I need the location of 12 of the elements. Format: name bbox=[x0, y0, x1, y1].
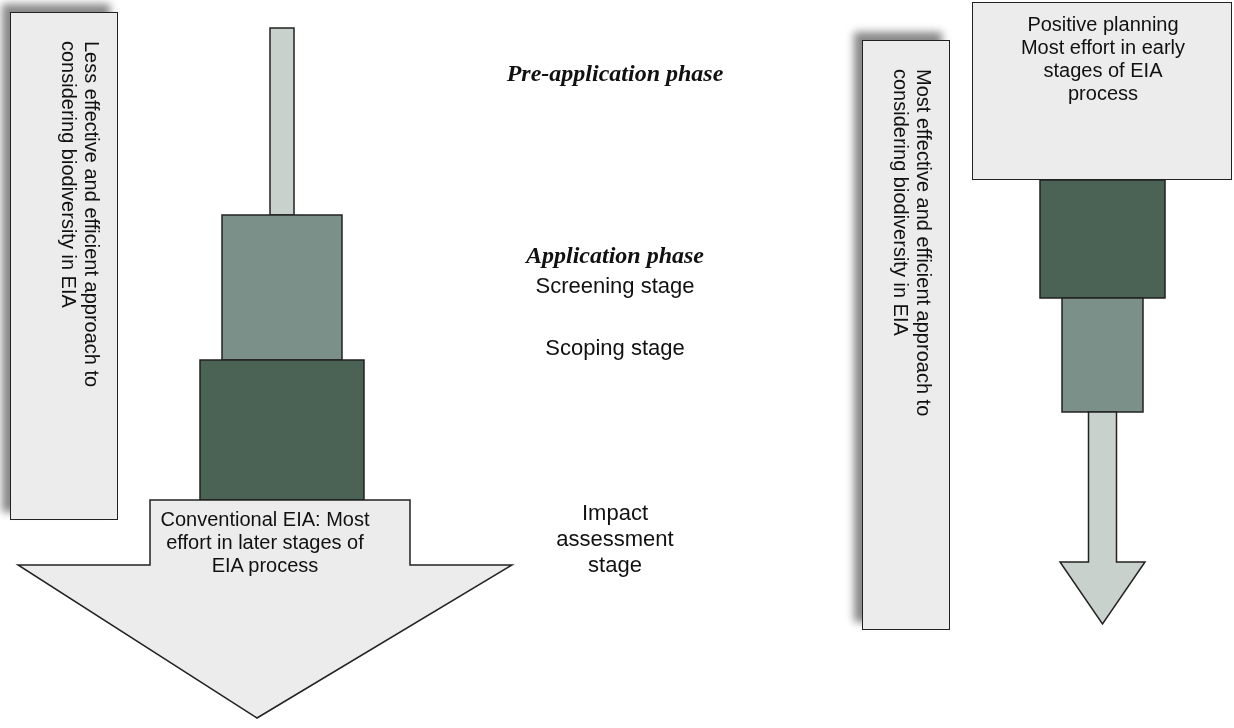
phase-label: Application phase bbox=[524, 242, 705, 269]
stage-label: Impact assessment stage bbox=[555, 500, 675, 578]
arrow-text: Conventional EIA: Most effort in later stages of EIA process bbox=[159, 508, 371, 577]
vertical-box bbox=[862, 40, 950, 630]
vertical-box bbox=[10, 12, 118, 520]
stage-label: Screening stage bbox=[534, 273, 696, 299]
stage-label: Scoping stage bbox=[544, 335, 686, 361]
phase-label: Pre-application phase bbox=[505, 60, 725, 87]
box-text: Most effective and efficient approach to considering biodiversity in EIA bbox=[889, 69, 935, 419]
text-box bbox=[972, 2, 1232, 180]
box-text: Less effective and efficient approach to considering biodiversity in EIA bbox=[57, 41, 103, 390]
box-text: Positive planning Most effort in early stages of EIA process bbox=[1019, 13, 1187, 105]
